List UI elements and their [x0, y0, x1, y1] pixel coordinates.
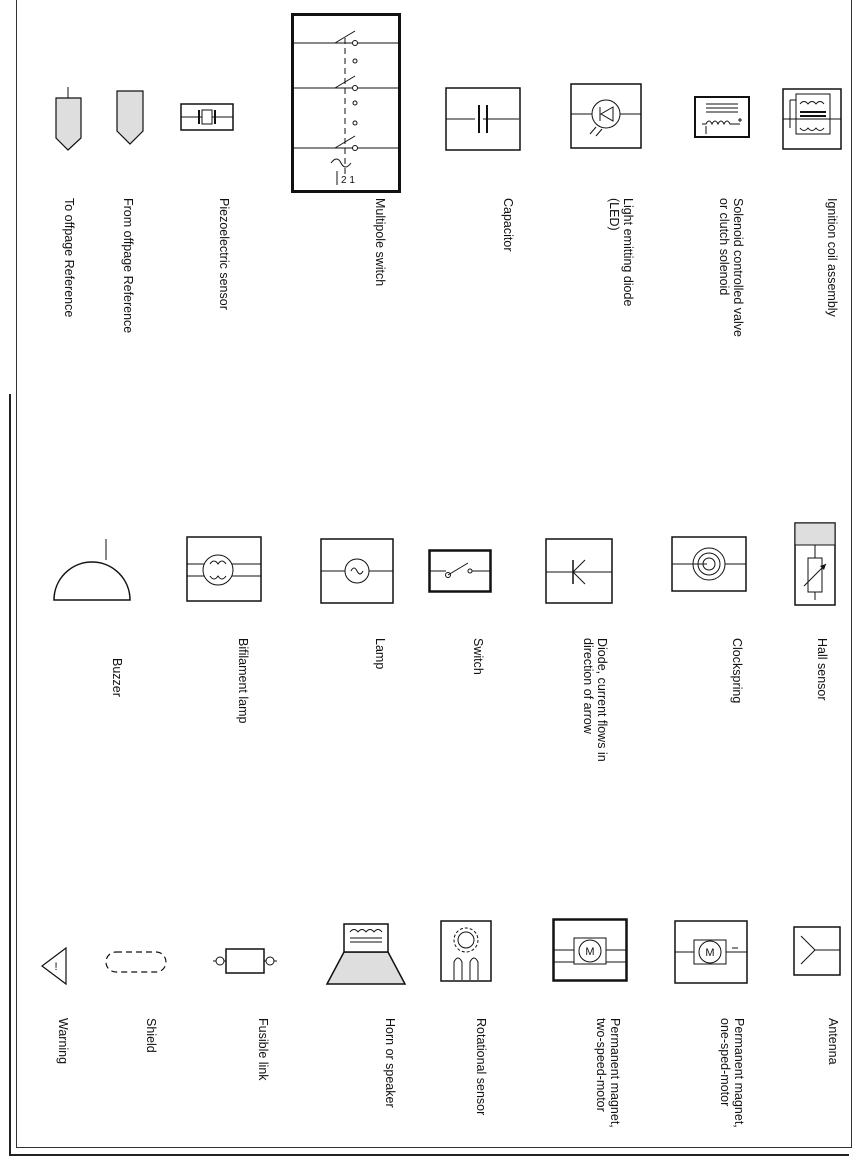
lamp-icon	[320, 538, 394, 604]
lower-frame	[9, 394, 849, 1156]
solenoid-valve-icon	[694, 96, 750, 138]
buzzer-icon	[53, 539, 131, 601]
switch-icon	[428, 549, 492, 593]
page-border	[16, 0, 852, 1148]
led-icon	[570, 83, 642, 149]
warning-icon: !	[41, 946, 67, 986]
to-offpage-icon	[55, 87, 82, 151]
ignition-coil-icon	[782, 88, 842, 150]
diode-icon	[545, 538, 613, 604]
svg-text:!: !	[54, 961, 57, 973]
svg-text:M: M	[705, 947, 714, 959]
clockspring-icon	[671, 536, 747, 592]
from-offpage-icon	[116, 90, 144, 145]
rotational-sensor-icon	[440, 920, 492, 982]
hall-sensor-icon	[794, 522, 836, 606]
motor-two-speed-icon: M	[552, 918, 628, 982]
antenna-icon	[793, 926, 841, 976]
motor-one-speed-icon: M	[674, 920, 748, 984]
piezo-sensor-icon	[180, 103, 234, 131]
multipole-switch-icon: 2 1	[291, 13, 401, 193]
svg-text:2 1: 2 1	[341, 175, 355, 186]
svg-text:M: M	[585, 946, 594, 958]
fusible-link-icon	[213, 948, 277, 974]
horn-speaker-icon	[325, 923, 407, 985]
bifilament-lamp-icon	[186, 536, 262, 602]
capacitor-icon	[445, 87, 521, 151]
shield-icon	[105, 951, 167, 973]
